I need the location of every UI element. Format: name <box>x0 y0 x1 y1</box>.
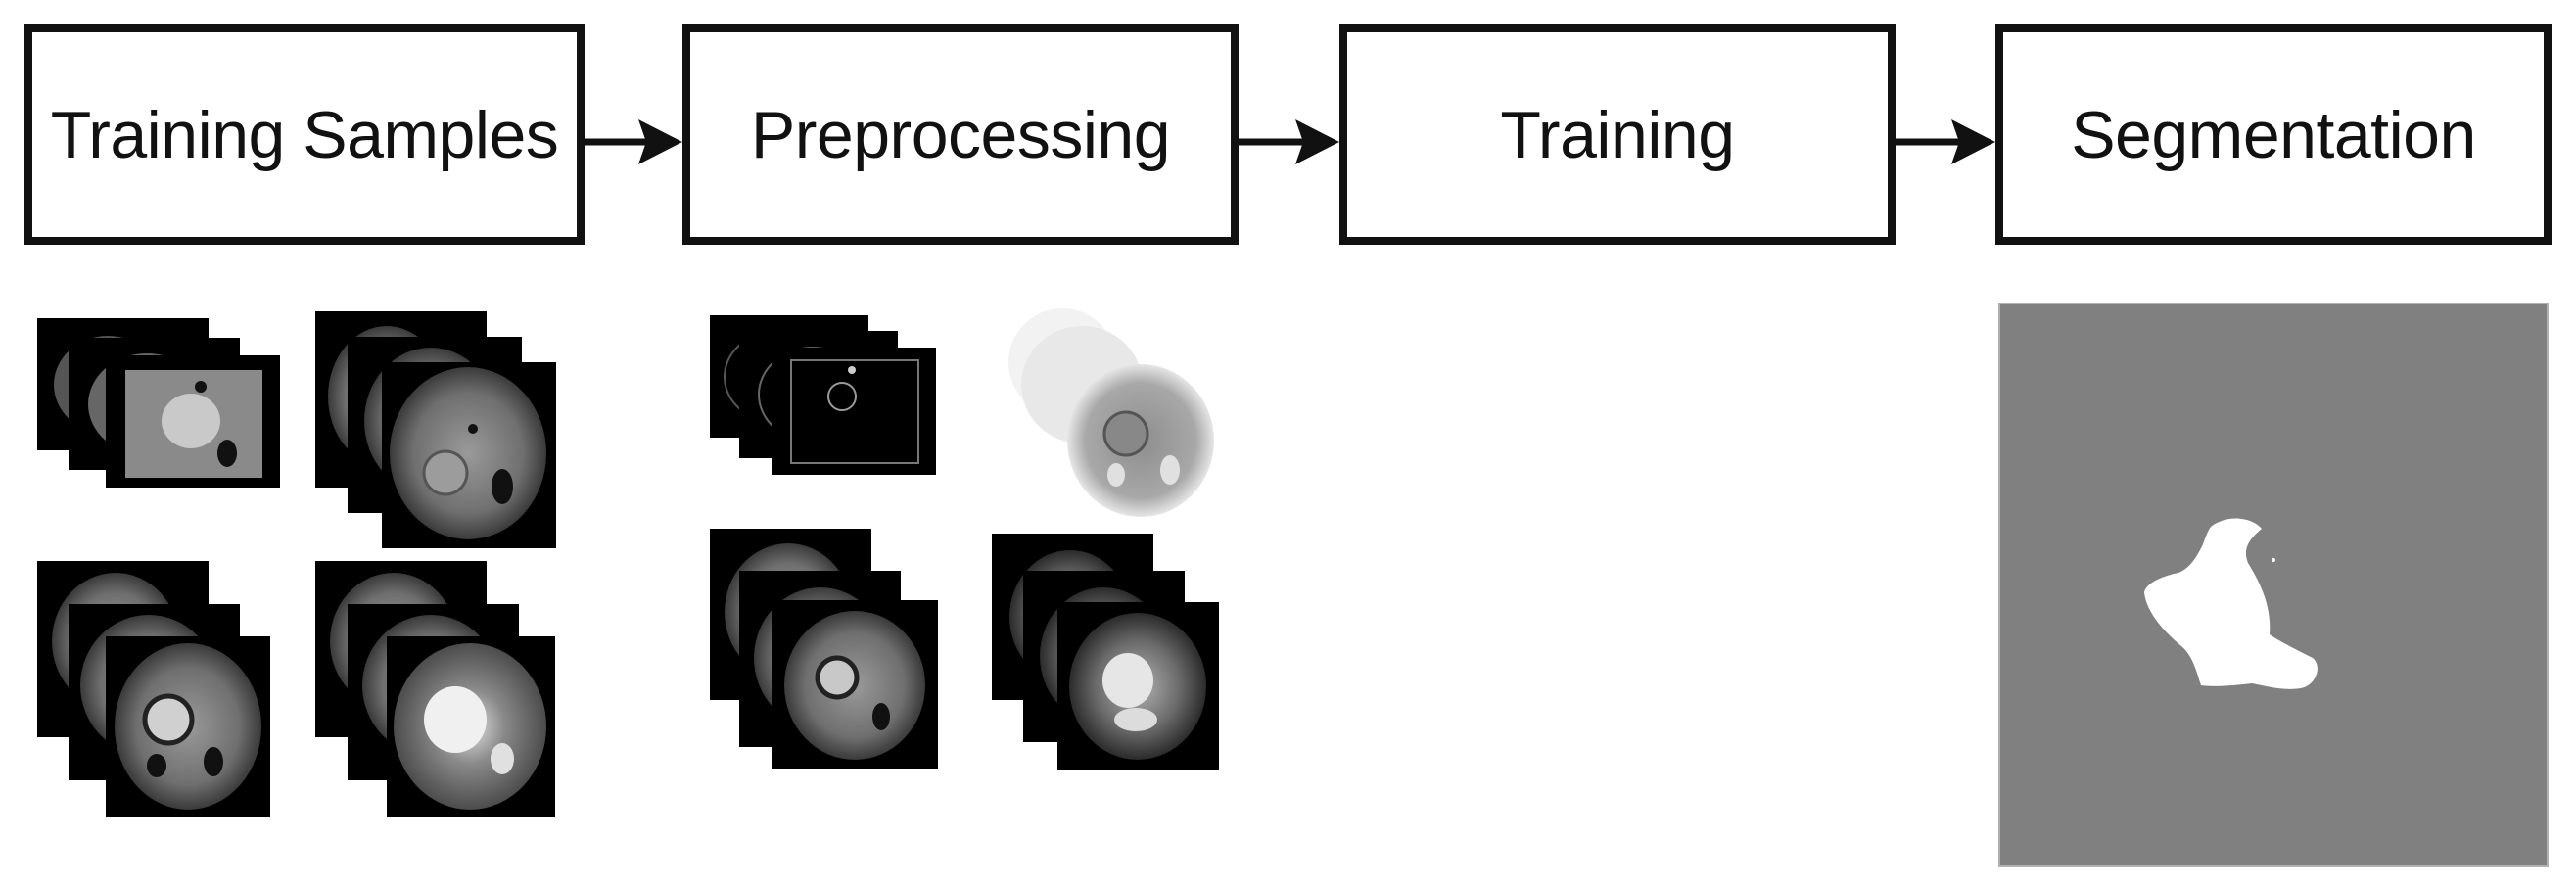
step-label: Training <box>1500 97 1735 172</box>
preprocessed-stack-4 <box>992 534 1219 770</box>
preprocessed-stack-2 <box>1008 308 1214 517</box>
arrow-2 <box>1239 119 1339 164</box>
step-preprocessing: Preprocessing <box>682 24 1239 245</box>
sample-stack-3 <box>37 561 270 817</box>
sample-stack-4 <box>315 561 555 817</box>
step-segmentation: Segmentation <box>1995 24 2552 245</box>
sample-stack-2 <box>315 311 556 548</box>
segmentation-result <box>1998 303 2549 867</box>
arrow-3 <box>1896 119 1995 164</box>
sample-stack-1 <box>37 318 280 488</box>
preprocessed-stack-1 <box>710 315 936 475</box>
step-training-samples: Training Samples <box>24 24 585 245</box>
step-label: Training Samples <box>50 97 559 172</box>
tumor-mask <box>2144 518 2318 689</box>
step-training: Training <box>1339 24 1896 245</box>
step-label: Segmentation <box>2071 97 2476 172</box>
step-label: Preprocessing <box>750 97 1171 172</box>
preprocessed-stack-3 <box>710 529 938 769</box>
arrow-1 <box>585 119 682 164</box>
